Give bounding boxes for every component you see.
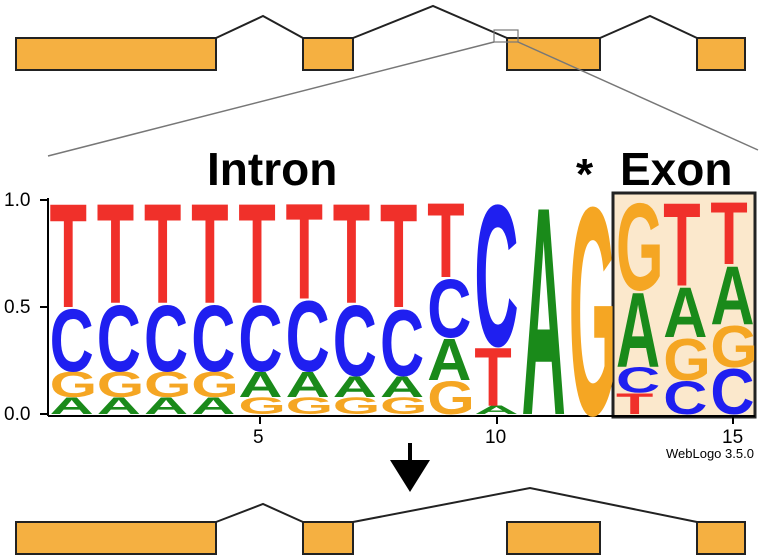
logo-letter-G: G — [569, 147, 617, 478]
logo-letter-A: A — [191, 392, 235, 419]
logo-letter-C: C — [427, 263, 471, 355]
intron-line — [215, 502, 304, 523]
logo-letter-C: C — [286, 279, 330, 393]
logo-letter-G: G — [238, 392, 286, 419]
logo-letter-C: C — [333, 284, 377, 398]
logo-letter-A: A — [380, 371, 424, 404]
logo-letter-T: T — [238, 175, 275, 334]
logo-letter-G: G — [663, 326, 711, 393]
exon-box — [15, 37, 217, 71]
intron-line — [352, 4, 508, 39]
logo-letter-A: A — [144, 392, 188, 419]
logo-letter-A: A — [710, 250, 754, 342]
logo-letter-C: C — [474, 163, 518, 389]
logo-letter-T: T — [50, 174, 87, 340]
logo-letter-T: T — [663, 179, 700, 312]
logo-letter-G: G — [97, 365, 145, 405]
logo-letter-C: C — [616, 361, 660, 401]
exon-box — [506, 521, 601, 555]
top-gene-model — [15, 4, 759, 157]
exon-box — [302, 37, 354, 71]
logo-letter-C: C — [238, 286, 282, 392]
logo-letter-G: G — [710, 313, 758, 380]
logo-letter-T: T — [710, 185, 747, 284]
logo-letter-T: T — [616, 388, 653, 421]
logo-letter-A: A — [333, 371, 377, 404]
exon-box — [696, 521, 746, 555]
logo-letter-C: C — [191, 286, 235, 392]
x-tick-label: 5 — [253, 427, 264, 448]
asterisk-label: * — [576, 150, 594, 199]
x-tick-label: 15 — [722, 427, 744, 448]
bottom-gene-model — [15, 486, 746, 555]
intron-line — [352, 486, 698, 523]
x-tick-label: 10 — [485, 427, 507, 448]
intron-label: Intron — [207, 143, 338, 195]
exon-box — [302, 521, 354, 555]
logo-letter-A: A — [286, 365, 330, 405]
exon-box — [15, 521, 217, 555]
logo-letter-G: G — [191, 365, 239, 405]
intron-line — [215, 14, 304, 39]
logo-letter-A: A — [50, 392, 94, 419]
logo-letter-A: A — [616, 271, 660, 390]
logo-letter-G: G — [144, 365, 192, 405]
logo-letter-G: G — [333, 392, 381, 419]
logo-letter-A: A — [427, 326, 471, 393]
logo-letter-C: C — [50, 292, 94, 391]
logo-letter-T: T — [380, 174, 417, 340]
down-arrow-icon — [390, 443, 430, 492]
logo-letter-A: A — [97, 392, 141, 419]
logo-letter-G: G — [427, 371, 475, 425]
zoom-region-box — [493, 29, 519, 43]
logo-letter-G: G — [286, 392, 334, 419]
logo-letter-C: C — [380, 290, 424, 396]
logo-letter-T: T — [474, 331, 511, 423]
logo-letter-A: A — [474, 403, 518, 416]
logo-letter-G: G — [50, 365, 98, 405]
logo-letter-C: C — [710, 356, 754, 428]
logo-letter-T: T — [97, 175, 134, 334]
logo-axes — [40, 198, 755, 424]
logo-letter-T: T — [286, 176, 323, 328]
exon-box — [696, 37, 746, 71]
logo-letter-C: C — [97, 286, 141, 392]
y-tick-label: 0.5 — [4, 297, 31, 318]
logo-letter-T: T — [427, 181, 464, 300]
zoom-line-left — [47, 41, 495, 157]
exon-label: Exon — [620, 143, 733, 195]
exon-highlight-box — [611, 191, 757, 419]
logo-letter-C: C — [663, 371, 707, 425]
logo-letter-T: T — [333, 175, 370, 334]
intron-line — [599, 14, 698, 39]
zoom-line-right — [517, 41, 759, 151]
logo-letter-G: G — [616, 177, 664, 317]
logo-letter-G: G — [380, 392, 428, 419]
y-tick-label: 0.0 — [4, 404, 31, 425]
weblogo-brand: WebLogo 3.5.0 — [666, 446, 754, 461]
y-tick-label: 1.0 — [4, 190, 31, 211]
logo-letter-T: T — [191, 175, 228, 334]
logo-letter-T: T — [144, 175, 181, 334]
logo-letter-A: A — [663, 274, 707, 353]
logo-letter-A: A — [522, 147, 566, 478]
logo-letter-A: A — [238, 365, 282, 405]
logo-letter-C: C — [144, 286, 188, 392]
